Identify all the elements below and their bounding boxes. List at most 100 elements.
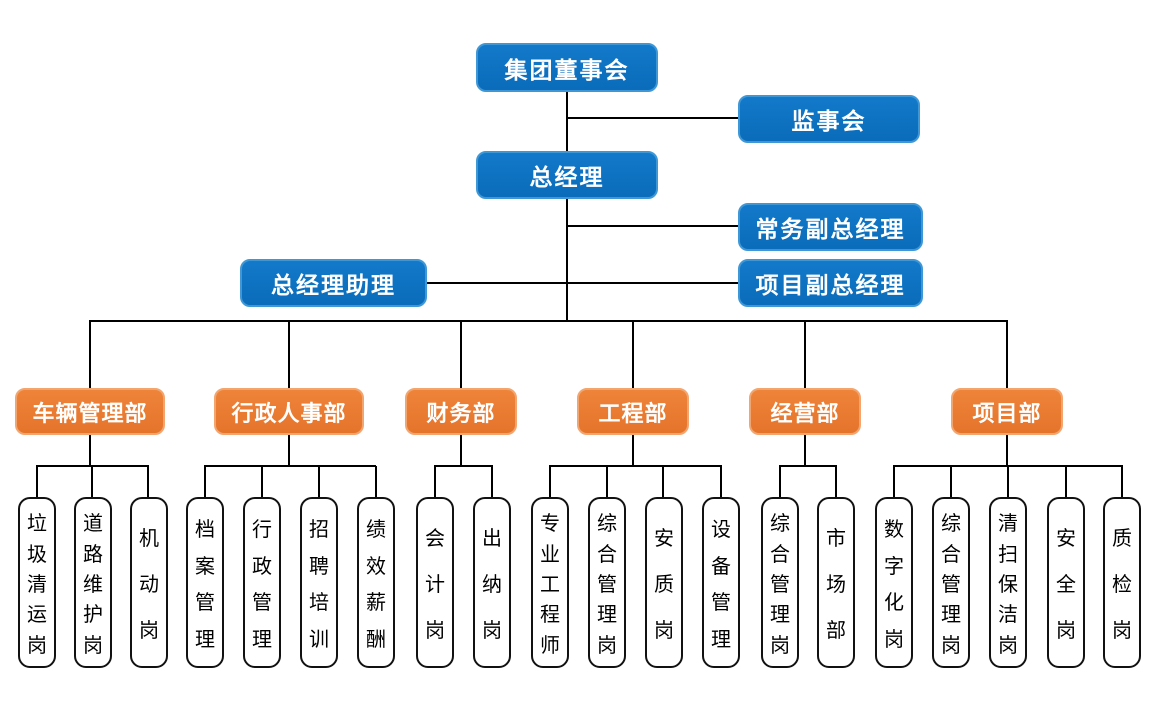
position-label: 专业工程师 xyxy=(540,513,560,657)
position-label: 道路维护岗 xyxy=(83,513,103,657)
connector-line xyxy=(426,282,738,284)
position-label: 档案管理 xyxy=(195,519,215,651)
position-label: 设备管理 xyxy=(711,519,731,651)
connector-line xyxy=(288,435,290,466)
position-label: 绩效薪酬 xyxy=(366,519,386,651)
connector-line xyxy=(460,321,462,388)
connector-line xyxy=(460,435,462,466)
connector-line xyxy=(1007,466,1009,497)
connector-line xyxy=(375,466,377,497)
connector-line xyxy=(779,466,781,497)
connector-line xyxy=(434,466,436,497)
position-node: 设备管理 xyxy=(702,497,740,668)
node-label: 监事会 xyxy=(791,108,867,134)
connector-line xyxy=(566,92,568,321)
dept-operations: 经营部 xyxy=(749,388,861,435)
node-label: 集团董事会 xyxy=(504,56,630,83)
node-label: 总经理 xyxy=(529,164,605,190)
position-label: 综合管理岗 xyxy=(770,513,790,657)
connector-line xyxy=(549,466,551,497)
position-node: 数字化岗 xyxy=(875,497,913,668)
position-label: 综合管理岗 xyxy=(597,513,617,657)
connector-line xyxy=(606,466,608,497)
connector-line xyxy=(288,321,290,388)
position-label: 安全岗 xyxy=(1056,528,1076,642)
position-node: 专业工程师 xyxy=(531,497,569,668)
node-label: 项目部 xyxy=(972,400,1042,426)
position-label: 市场部 xyxy=(826,528,846,642)
connector-line xyxy=(1121,466,1123,497)
position-label: 出纳岗 xyxy=(482,528,502,642)
position-label: 安质岗 xyxy=(654,528,674,642)
connector-line xyxy=(567,117,738,119)
connector-line xyxy=(147,466,149,497)
node-supervisory-board: 监事会 xyxy=(738,95,920,143)
connector-line xyxy=(491,466,493,497)
dept-finance: 财务部 xyxy=(405,388,517,435)
connector-line xyxy=(720,466,722,497)
connector-line xyxy=(804,435,806,466)
connector-line xyxy=(549,465,722,467)
node-project-deputy-gm: 项目副总经理 xyxy=(738,259,923,307)
position-node: 招聘培训 xyxy=(300,497,338,668)
node-label: 财务部 xyxy=(426,400,496,426)
position-node: 综合管理岗 xyxy=(932,497,970,668)
position-node: 出纳岗 xyxy=(473,497,511,668)
node-group-board: 集团董事会 xyxy=(476,43,658,92)
connector-line xyxy=(1006,321,1008,388)
connector-line xyxy=(261,466,263,497)
node-executive-deputy-gm: 常务副总经理 xyxy=(738,203,923,251)
node-general-manager: 总经理 xyxy=(476,151,658,199)
connector-line xyxy=(89,435,91,466)
connector-line xyxy=(567,225,738,227)
position-node: 市场部 xyxy=(817,497,855,668)
connector-line xyxy=(1065,466,1067,497)
node-label: 行政人事部 xyxy=(231,400,347,426)
position-node: 机动岗 xyxy=(130,497,168,668)
dept-engineering: 工程部 xyxy=(577,388,689,435)
position-label: 质检岗 xyxy=(1112,528,1132,642)
position-label: 行政管理 xyxy=(252,519,272,651)
dept-admin-hr: 行政人事部 xyxy=(214,388,364,435)
connector-line xyxy=(91,466,93,497)
position-label: 垃圾清运岗 xyxy=(27,513,47,657)
position-node: 安全岗 xyxy=(1047,497,1085,668)
connector-line xyxy=(835,466,837,497)
position-node: 绩效薪酬 xyxy=(357,497,395,668)
position-node: 行政管理 xyxy=(243,497,281,668)
connector-line xyxy=(662,466,664,497)
connector-line xyxy=(1006,435,1008,466)
position-label: 招聘培训 xyxy=(309,519,329,651)
position-node: 综合管理岗 xyxy=(761,497,799,668)
connector-line xyxy=(204,465,376,467)
node-gm-assistant: 总经理助理 xyxy=(240,259,427,307)
node-label: 总经理助理 xyxy=(271,272,396,298)
position-label: 机动岗 xyxy=(139,528,159,642)
position-node: 会计岗 xyxy=(416,497,454,668)
position-node: 垃圾清运岗 xyxy=(18,497,56,668)
position-label: 数字化岗 xyxy=(884,519,904,651)
position-label: 综合管理岗 xyxy=(941,513,961,657)
connector-line xyxy=(36,466,38,497)
connector-line xyxy=(204,466,206,497)
connector-line xyxy=(632,321,634,388)
connector-line xyxy=(950,466,952,497)
position-label: 清扫保洁岗 xyxy=(998,513,1018,657)
node-label: 经营部 xyxy=(770,400,840,426)
node-label: 工程部 xyxy=(598,400,668,426)
position-node: 档案管理 xyxy=(186,497,224,668)
position-node: 清扫保洁岗 xyxy=(989,497,1027,668)
position-node: 质检岗 xyxy=(1103,497,1141,668)
connector-line xyxy=(779,465,837,467)
connector-line xyxy=(804,321,806,388)
dept-project: 项目部 xyxy=(951,388,1063,435)
connector-line xyxy=(632,435,634,466)
node-label: 项目副总经理 xyxy=(755,272,906,298)
connector-line xyxy=(318,466,320,497)
node-label: 常务副总经理 xyxy=(755,216,906,242)
position-node: 综合管理岗 xyxy=(588,497,626,668)
connector-line xyxy=(89,321,91,388)
position-label: 会计岗 xyxy=(425,528,445,642)
connector-line xyxy=(434,465,493,467)
